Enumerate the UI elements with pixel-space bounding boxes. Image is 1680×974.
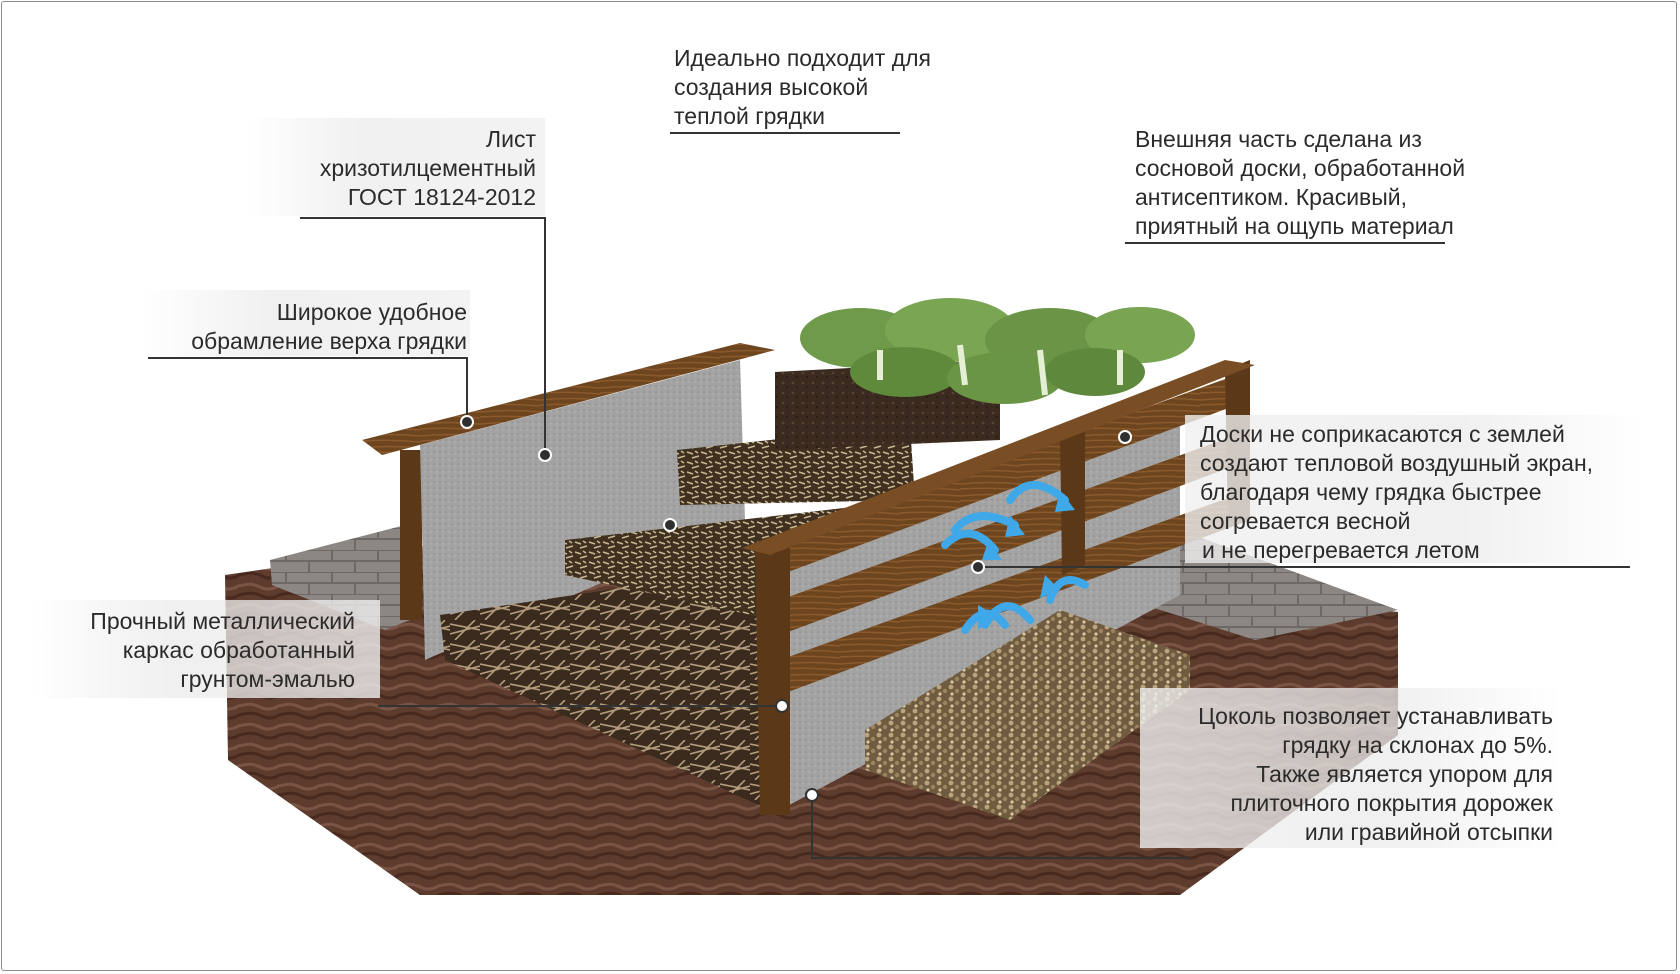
label-plinth: Цоколь позволяет устанавливать грядку на…	[1198, 702, 1553, 847]
label-line: каркас обработанный	[122, 637, 355, 663]
label-line: благодаря чему грядка быстрее	[1200, 479, 1542, 505]
label-line: Внешняя часть сделана из	[1135, 126, 1422, 152]
label-line: создают тепловой воздушный экран,	[1200, 450, 1594, 476]
front-top-rail	[742, 360, 1255, 555]
label-line: Доски не соприкасаются с землей	[1200, 421, 1565, 447]
label-warm-bed: Идеально подходит для создания высокой т…	[674, 44, 931, 131]
label-top-frame: Широкое удобное обрамление верха грядки	[191, 298, 467, 356]
label-line: обрамление верха грядки	[191, 328, 467, 354]
label-line: Также является упором для	[1256, 761, 1553, 787]
label-line: Прочный металлический	[90, 608, 355, 634]
label-line: ГОСТ 18124-2012	[347, 184, 536, 210]
back-post	[400, 450, 422, 620]
label-metal-frame: Прочный металлический каркас обработанны…	[90, 607, 355, 694]
label-line: теплой грядки	[674, 103, 825, 129]
gravel-plinth	[865, 610, 1190, 820]
label-line: Цоколь позволяет устанавливать	[1198, 703, 1553, 729]
label-air-screen: Доски не соприкасаются с землей создают …	[1200, 420, 1593, 565]
leader-dots	[460, 415, 1132, 802]
label-line: приятный на ощупь материал	[1135, 213, 1454, 239]
label-asbestos-sheet: Лист хризотилцементный ГОСТ 18124-2012	[320, 125, 536, 212]
leader-lines	[148, 132, 1630, 859]
label-line: Широкое удобное	[276, 299, 467, 325]
layer-twigs	[440, 565, 780, 815]
label-line: сосновой доски, обработанной	[1135, 155, 1466, 181]
label-line: создания высокой	[674, 74, 869, 100]
label-line: плиточного покрытия дорожек	[1230, 790, 1553, 816]
label-line: грунтом-эмалью	[180, 666, 355, 692]
label-line: Лист	[486, 126, 536, 152]
label-bg	[140, 290, 470, 356]
label-line: Идеально подходит для	[674, 45, 931, 71]
label-line: хризотилцементный	[319, 155, 536, 181]
label-bg	[30, 600, 380, 698]
label-line: и не перегревается летом	[1202, 537, 1480, 563]
cement-sheet-back	[420, 360, 745, 660]
label-line: или гравийной отсыпки	[1304, 819, 1553, 845]
air-flow-arrow-icon	[941, 481, 1089, 634]
label-line: антисептиком. Красивый,	[1135, 184, 1408, 210]
cabbage-plants	[800, 298, 1195, 404]
label-line: грядку на склонах до 5%.	[1282, 732, 1553, 758]
label-outer-part: Внешняя часть сделана из сосновой доски,…	[1135, 125, 1465, 241]
label-line: согревается весной	[1200, 508, 1411, 534]
label-bg	[245, 118, 545, 216]
